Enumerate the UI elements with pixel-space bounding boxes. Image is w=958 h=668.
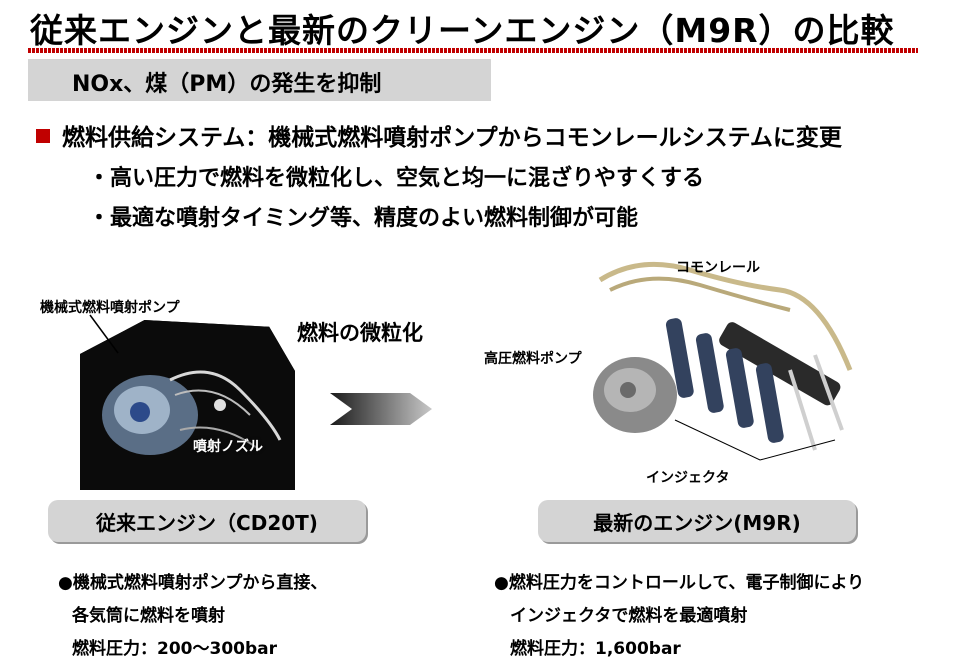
conventional-engine-label: 従来エンジン（CD20T) [48,500,366,542]
callout-injection-nozzle: 噴射ノズル [193,439,263,455]
bullet-main: 燃料供給システム：機械式燃料噴射ポンプからコモンレールシステムに変更 [62,125,842,151]
atomization-label: 燃料の微粒化 [297,321,423,345]
bullet-sub-1: ・高い圧力で燃料を微粒化し、空気と均一に混ざりやすくする [88,166,705,191]
subtitle: NOx、煤（PM）の発生を抑制 [72,72,382,97]
conventional-engine-label-text: 従来エンジン（CD20T) [96,510,318,535]
conventional-engine-photo [80,320,295,490]
right-desc-line-1: ●燃料圧力をコントロールして、電子制御により [494,573,865,593]
red-square-bullet-icon [36,129,50,143]
callout-injector: インジェクタ [646,470,730,486]
right-desc-line-3: 燃料圧力：1,600bar [510,639,681,659]
title-underline [28,48,918,53]
page-title: 従来エンジンと最新のクリーンエンジン（M9R）の比較 [30,11,895,50]
callout-high-pressure-pump: 高圧燃料ポンプ [484,351,582,367]
latest-engine-label: 最新のエンジン(M9R) [538,500,856,542]
right-arrow-icon [330,393,432,425]
left-desc-line-3: 燃料圧力：200～300bar [72,639,277,659]
callout-mechanical-pump: 機械式燃料噴射ポンプ [40,300,180,316]
subtitle-band [28,59,491,101]
left-desc-line-1: ●機械式燃料噴射ポンプから直接、 [58,573,328,593]
bullet-sub-2: ・最適な噴射タイミング等、精度のよい燃料制御が可能 [88,206,639,231]
callout-common-rail: コモンレール [676,260,760,276]
common-rail-illustration-icon [593,261,853,461]
right-desc-line-2: インジェクタで燃料を最適噴射 [510,606,748,626]
injection-pump-illustration-icon [80,320,295,490]
latest-engine-label-text: 最新のエンジン(M9R) [593,510,801,535]
left-desc-line-2: 各気筒に燃料を噴射 [72,606,225,626]
pump-leader-line [89,314,119,354]
